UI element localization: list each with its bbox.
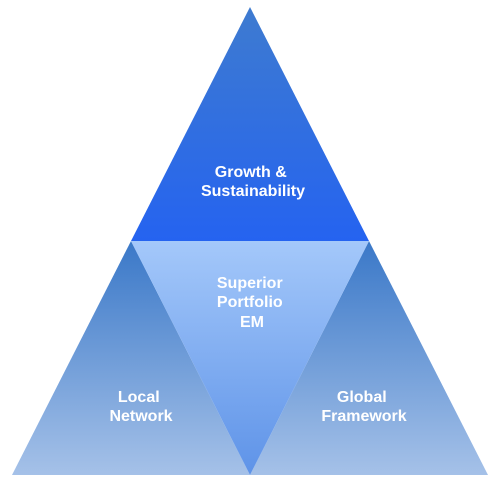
center-triangle [131, 241, 369, 475]
center-label-line-2: Portfolio [217, 294, 283, 311]
left-label-line-2: Network [109, 408, 172, 425]
top-label-line-2: Sustainability [201, 183, 305, 200]
right-triangle [250, 241, 488, 475]
center-label-line-1: Superior [217, 275, 283, 292]
right-label-line-1: Global [337, 389, 387, 406]
center-label: Superior Portfolio EM [217, 275, 287, 331]
top-label-line-1: Growth & [215, 164, 287, 181]
top-triangle [131, 7, 369, 241]
right-label-line-2: Framework [321, 408, 406, 425]
left-triangle [12, 241, 250, 475]
center-label-line-3: EM [240, 314, 264, 331]
top-label: Growth & Sustainability [201, 164, 305, 200]
left-label: Local Network [109, 389, 172, 425]
left-label-line-1: Local [118, 389, 160, 406]
right-label: Global Framework [321, 389, 406, 425]
